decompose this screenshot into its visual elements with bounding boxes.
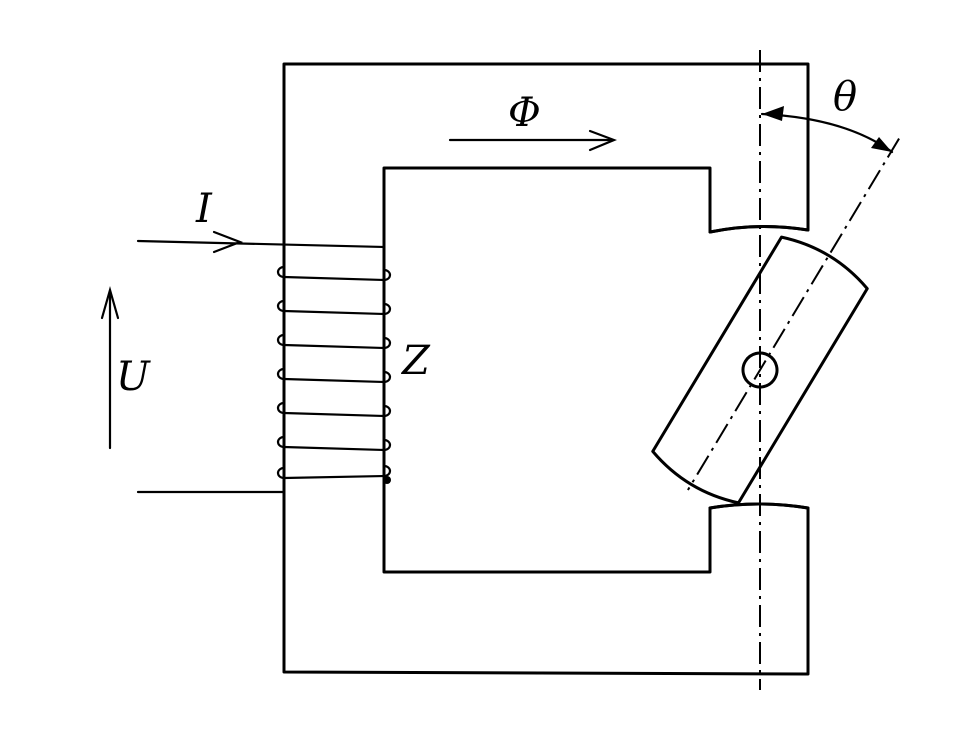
core-inner-outline [382,166,712,574]
angle-arrowhead-left [762,106,784,121]
coil [276,265,392,484]
current-label: I [195,186,213,232]
winding-7 [276,464,392,480]
rotor-shaft [741,351,779,389]
current-lead [136,239,386,249]
flux-arrow-head [588,129,617,152]
rotor-body [651,235,869,505]
voltage-arrow-head [100,285,120,320]
winding-6 [276,435,392,452]
rotor-axis [687,138,900,491]
winding-2 [276,299,392,316]
winding-1 [276,265,392,282]
rotor [651,138,900,505]
flux-label: Φ [508,90,541,136]
winding-end-dot [383,476,391,484]
angle-arrowhead-right [871,137,892,152]
turns-label: Z [400,338,431,384]
angle-label: θ [833,74,857,120]
voltage-label: U [116,354,151,400]
winding-5 [276,401,392,418]
core-outer-outline [282,62,810,676]
winding-4 [276,367,392,384]
winding-3 [276,333,392,350]
lower-pole-face [708,502,810,510]
upper-pole-face [708,224,810,234]
current-arrow-head [212,230,244,254]
